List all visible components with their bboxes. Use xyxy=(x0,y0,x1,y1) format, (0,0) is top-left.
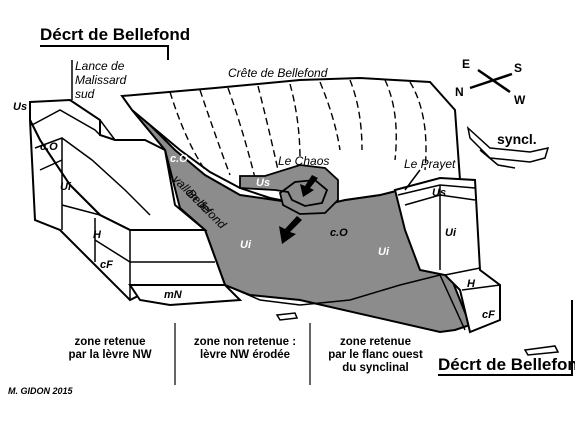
right-block-lines xyxy=(397,184,501,291)
lower-profile xyxy=(224,274,466,331)
stratum-h-left: H xyxy=(93,229,102,241)
syncline-symbol xyxy=(466,125,550,169)
label-sud: sud xyxy=(75,87,95,101)
mn-block xyxy=(128,284,243,307)
caption-left: zone retenue par la lèvre NW xyxy=(68,336,152,361)
title-bottom-underline xyxy=(438,300,573,376)
caption-middle: zone non retenue : lèvre NW érodée xyxy=(193,336,297,361)
compass-w: W xyxy=(514,93,526,107)
compass-e: E xyxy=(462,57,470,71)
stratum-ui-left: Ui xyxy=(60,181,72,193)
label-chaos: Le Chaos xyxy=(278,154,329,168)
label-malissard: Malissard xyxy=(75,73,127,87)
stratum-ui-right-in: Ui xyxy=(378,246,390,258)
stratum-ui-right: Ui xyxy=(445,227,457,239)
small-slab-marker xyxy=(523,345,560,356)
compass-rose xyxy=(469,68,513,94)
crete-slope xyxy=(120,76,462,208)
stratum-us-mid: Us xyxy=(256,177,270,189)
left-block-lines xyxy=(31,109,215,300)
prayet-leader xyxy=(404,169,421,191)
small-rock-marker xyxy=(275,312,299,321)
label-prayet: Le Prayet xyxy=(404,157,456,171)
stratum-cf-left: cF xyxy=(100,259,113,271)
compass-n: N xyxy=(455,85,464,99)
title-top-underline xyxy=(40,45,169,60)
compass-s: S xyxy=(514,61,522,75)
credit-text: M. GIDON 2015 xyxy=(8,386,73,396)
title-top: Décrt de Bellefond xyxy=(40,25,190,44)
label-syncline: syncl. xyxy=(497,131,537,147)
label-lance: Lance de xyxy=(75,59,125,73)
stratum-ui-mid: Ui xyxy=(240,239,252,251)
title-bottom: Décrt de Bellefond xyxy=(438,355,575,374)
strata-labels: Us c.O Ui H cF mN c.O Us Ui c.O Ui Us Ui… xyxy=(13,101,495,321)
stratum-co-mid: c.O xyxy=(170,153,188,165)
stratum-us-right: Us xyxy=(432,187,446,199)
caption-right: zone retenue par le flanc ouest du syncl… xyxy=(328,336,423,374)
flow-arrow-chaos xyxy=(300,175,318,197)
label-crete: Crête de Bellefond xyxy=(228,66,328,80)
stratum-co-center: c.O xyxy=(330,227,348,239)
stratum-mn: mN xyxy=(164,289,183,301)
right-block xyxy=(393,176,501,334)
stratum-us-left: Us xyxy=(13,101,27,113)
flow-arrow-vallon xyxy=(279,216,302,244)
stratum-cf-right: cF xyxy=(482,309,495,321)
stratum-co-left: c.O xyxy=(40,141,58,153)
slope-hatching xyxy=(169,79,427,179)
stratum-h-right: H xyxy=(467,278,476,290)
compass-letters: E N S W xyxy=(455,57,526,107)
